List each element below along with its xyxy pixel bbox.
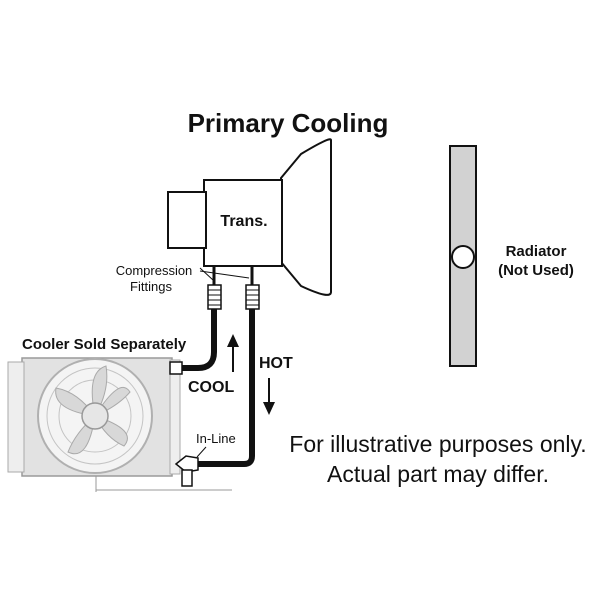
compression-fittings-callout: Compression Fittings	[116, 263, 250, 294]
compression-fitting-left	[207, 284, 222, 310]
disclaimer-line1: For illustrative purposes only.	[289, 431, 586, 457]
fan-guard	[46, 367, 144, 465]
hot-line	[198, 309, 255, 467]
cool-label: COOL	[188, 379, 234, 396]
cooler-end-tank-left	[7, 361, 25, 473]
cooler: Cooler Sold Separately	[7, 336, 232, 492]
hot-label: HOT	[259, 355, 293, 372]
cooler-label: Cooler Sold Separately	[22, 336, 187, 353]
compression-fitting-right	[245, 284, 260, 310]
radiator: Radiator (Not Used)	[449, 145, 574, 367]
transmission-bellhousing	[280, 138, 332, 296]
cooler-inlet-fitting	[169, 361, 183, 375]
inline-leader-line	[196, 446, 207, 458]
hot-arrow	[263, 378, 275, 415]
compression-label-line2: Fittings	[130, 279, 172, 294]
radiator-port	[451, 245, 475, 269]
inline-label: In-Line	[196, 431, 236, 446]
leader-line	[199, 270, 250, 279]
cooler-end-tank-right	[169, 359, 181, 475]
disclaimer-line2: Actual part may differ.	[327, 461, 549, 487]
fan-hub	[81, 402, 109, 430]
transmission-tailhousing	[167, 191, 207, 249]
radiator-not-used-label: (Not Used)	[498, 262, 574, 279]
inline-fitting	[174, 455, 199, 487]
compression-label-line1: Compression	[116, 263, 193, 278]
diagram-title: Primary Cooling	[188, 108, 389, 138]
cool-line	[180, 309, 217, 371]
leader-line	[199, 267, 214, 281]
radiator-label: Radiator	[506, 243, 567, 260]
transmission: Trans.	[167, 138, 332, 296]
cool-arrow	[227, 334, 239, 372]
transmission-label: Trans.	[220, 213, 267, 230]
